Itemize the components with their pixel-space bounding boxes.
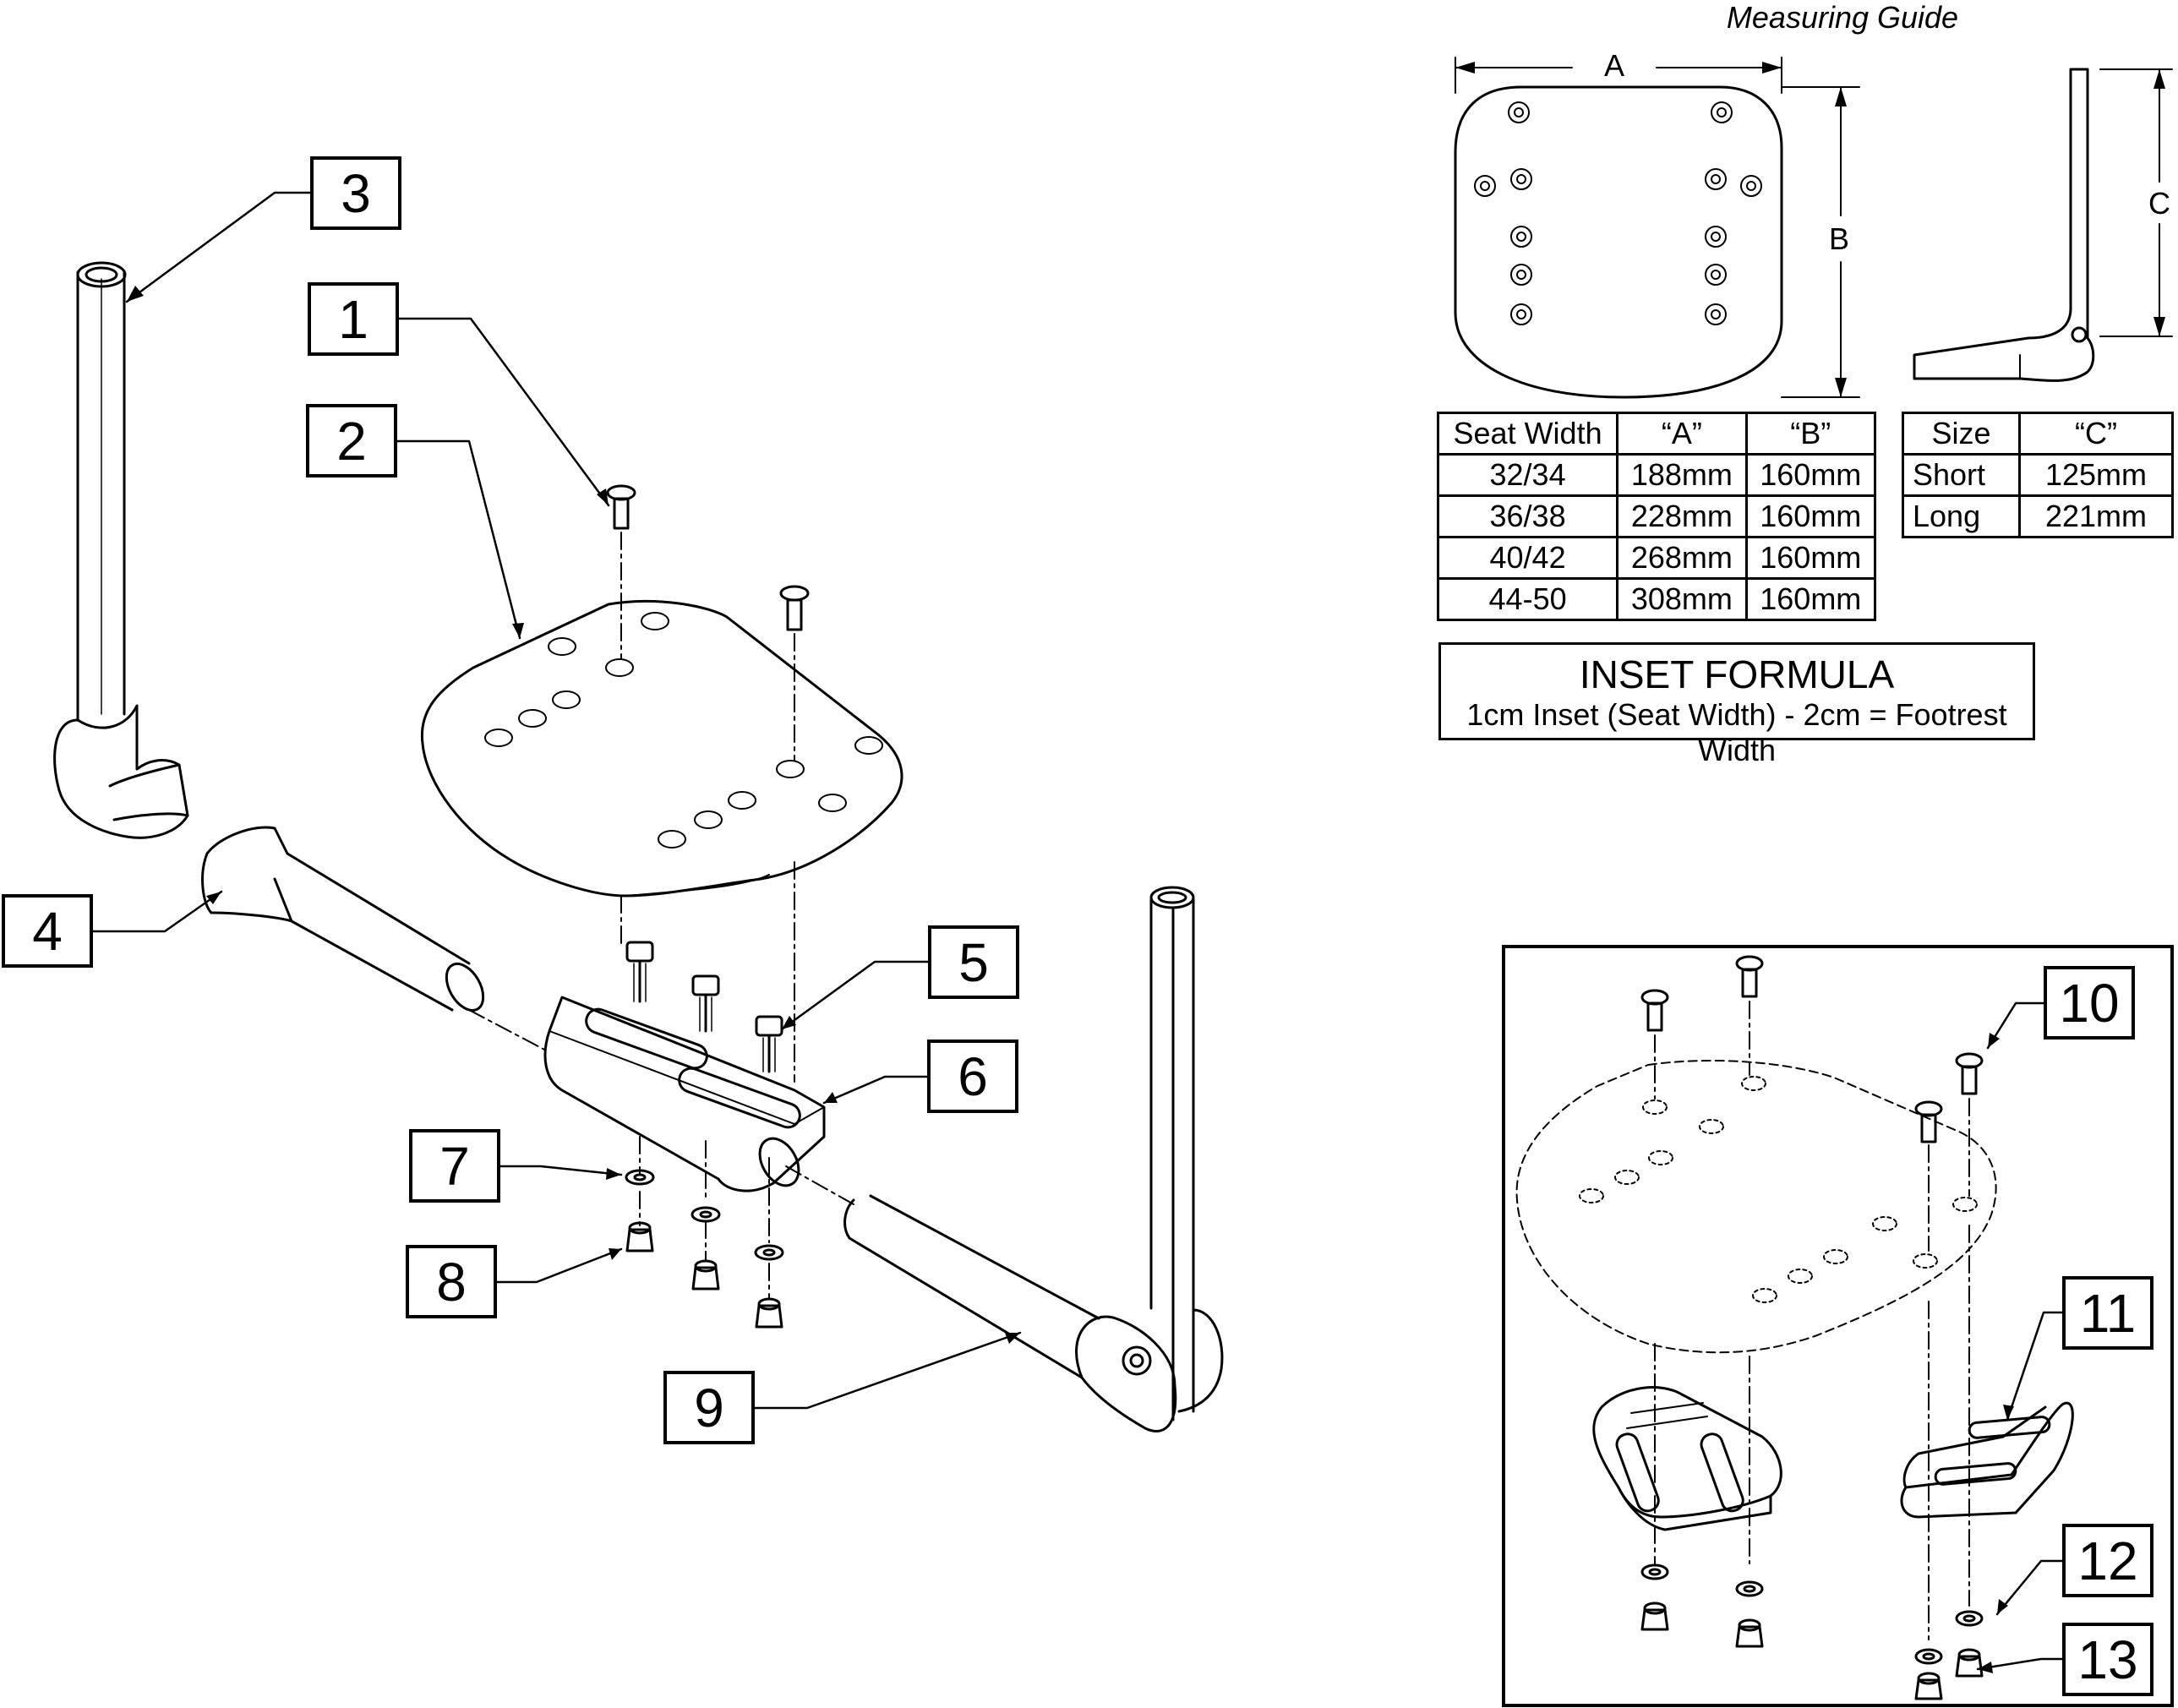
c-cell: 125mm [2017, 453, 2175, 497]
callout-6: 6 [927, 1040, 1018, 1113]
inset-formula-box: INSET FORMULA 1cm Inset (Seat Width) - 2… [1438, 642, 2035, 767]
header-b: “B” [1744, 412, 1877, 456]
left-hanger-post [53, 261, 189, 839]
callout-7: 7 [409, 1129, 500, 1203]
inset-left-bracket [1592, 1386, 1782, 1531]
size-cell: Long [1902, 494, 2021, 538]
seat-width-table: Seat Width “A” “B” 32/34 188mm 160mm 36/… [1436, 412, 1877, 621]
table-row: 44-50 308mm 160mm [1436, 577, 1877, 621]
c-cell: 221mm [2017, 494, 2175, 538]
callout-1: 1 [308, 282, 399, 356]
arrowheads [127, 286, 2014, 1673]
clamp-bracket [543, 941, 826, 1192]
b-cell: 160mm [1744, 453, 1877, 497]
guide-holes [1474, 101, 1762, 325]
a-cell: 268mm [1616, 536, 1748, 580]
inset-screws [1640, 955, 1984, 1143]
a-cell: 188mm [1616, 453, 1748, 497]
top-screws [606, 484, 810, 631]
dimension-b-label: B [1829, 221, 1850, 257]
header-a: “A” [1616, 412, 1748, 456]
b-cell: 160mm [1744, 536, 1877, 580]
callout-4: 4 [2, 894, 93, 968]
table-row: Long 221mm [1902, 494, 2175, 538]
size-table-header: Size “C” [1902, 412, 2175, 456]
inset-frame [1502, 945, 2174, 1707]
inset-formula-text: 1cm Inset (Seat Width) - 2cm = Footrest … [1466, 697, 2007, 767]
inset-formula-title: INSET FORMULA [1579, 652, 1895, 696]
seat-table-header: Seat Width “A” “B” [1436, 412, 1877, 456]
a-cell: 228mm [1616, 494, 1748, 538]
header-seat-width: Seat Width [1436, 412, 1619, 456]
size-cell: Short [1902, 453, 2021, 497]
callout-3: 3 [310, 156, 401, 230]
inset-footplate-dashed [1515, 1060, 1997, 1354]
assembly-lines [468, 532, 854, 1298]
header-c: “C” [2017, 412, 2175, 456]
header-size: Size [1902, 412, 2021, 456]
table-row: 40/42 268mm 160mm [1436, 536, 1877, 580]
dimension-a-label: A [1604, 48, 1625, 84]
callout-5: 5 [928, 925, 1019, 999]
right-footrest-tube [843, 886, 1224, 1432]
measuring-guide-title: Measuring Guide [1726, 0, 1959, 35]
seat-width-cell: 40/42 [1436, 536, 1619, 580]
leader-lines [91, 191, 2064, 1671]
left-footrest-tube [201, 826, 485, 1012]
callout-2: 2 [306, 404, 397, 477]
callout-8: 8 [406, 1245, 497, 1318]
b-cell: 160mm [1744, 494, 1877, 538]
footplate-holes [484, 612, 883, 849]
size-table: Size “C” Short 125mm Long 221mm [1902, 412, 2175, 538]
callout-12: 12 [2062, 1524, 2153, 1597]
inset-washers-nuts [1640, 1563, 1984, 1700]
callout-13: 13 [2062, 1623, 2153, 1696]
callout-11: 11 [2062, 1276, 2153, 1350]
callout-10: 10 [2044, 966, 2135, 1040]
inset-right-bracket [1900, 1401, 2074, 1519]
table-row: 32/34 188mm 160mm [1436, 453, 1877, 497]
seat-width-cell: 36/38 [1436, 494, 1619, 538]
measuring-guide-hanger [1913, 68, 2173, 382]
washers-and-nuts [625, 1169, 784, 1329]
dimension-c-label: C [2148, 186, 2170, 221]
table-row: 36/38 228mm 160mm [1436, 494, 1877, 538]
b-cell: 160mm [1744, 577, 1877, 621]
measuring-guide-plate [1454, 57, 1860, 399]
a-cell: 308mm [1616, 577, 1748, 621]
table-row: Short 125mm [1902, 453, 2175, 497]
footplate [420, 599, 903, 898]
callout-9: 9 [663, 1371, 755, 1444]
seat-width-cell: 44-50 [1436, 577, 1619, 621]
seat-width-cell: 32/34 [1436, 453, 1619, 497]
